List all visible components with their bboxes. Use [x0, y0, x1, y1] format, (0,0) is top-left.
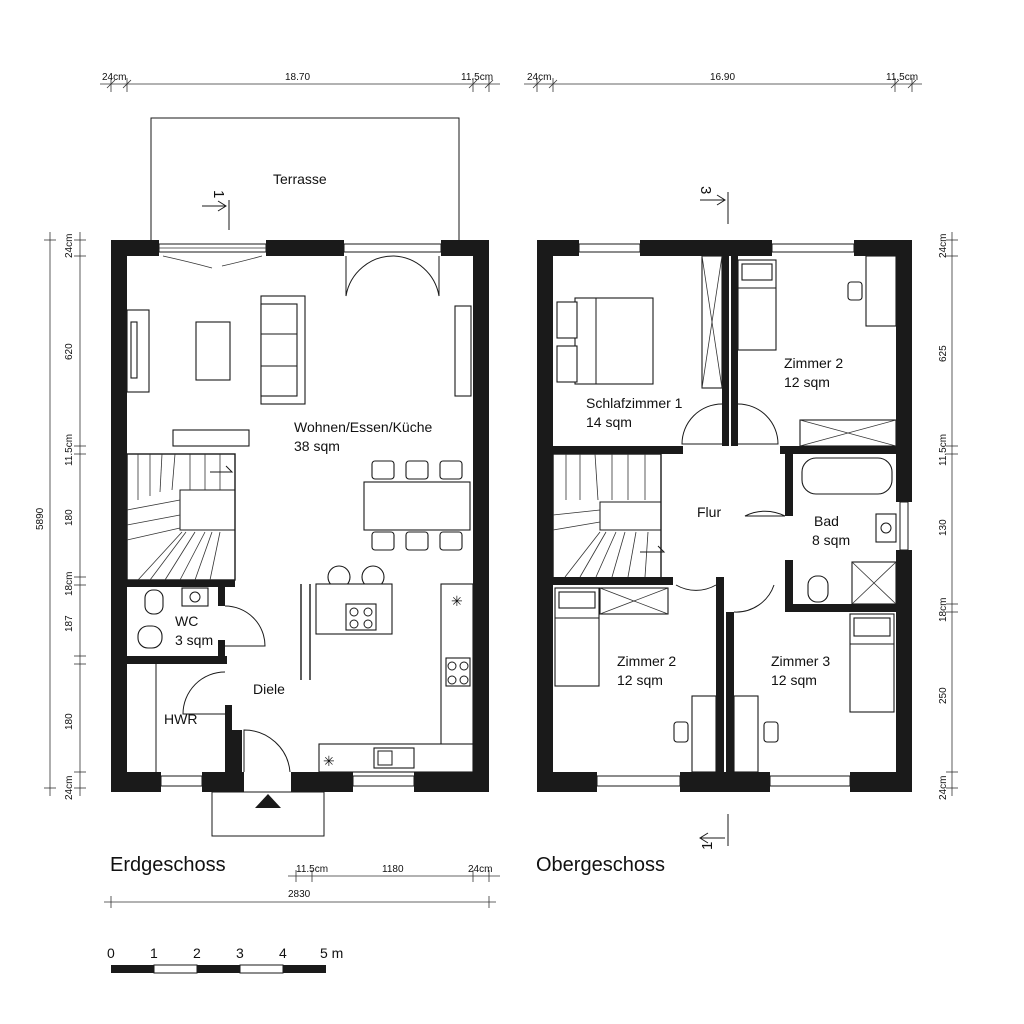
room-label-zimmer2-bottom: Zimmer 2	[617, 653, 676, 669]
room-area-living: 38 sqm	[294, 438, 340, 454]
section-marker-1-top: 1	[202, 190, 230, 230]
scale-label: 0	[107, 945, 115, 961]
window-sash	[162, 255, 213, 269]
floor-title-ground: Erdgeschoss	[110, 854, 226, 876]
dim-label: 24cm	[527, 72, 551, 83]
terrace-door	[343, 243, 442, 297]
room-label-terrasse: Terrasse	[273, 171, 327, 187]
dim-label: 1180	[382, 864, 404, 875]
dim-label: 11.5cm	[296, 864, 328, 875]
room-area-zimmer2-bottom: 12 sqm	[617, 672, 663, 688]
zimmer2-bottom-furniture	[554, 587, 717, 773]
wc-fixtures	[137, 587, 266, 649]
scale-bar: 0 1 2 3 4 5 m	[107, 945, 343, 974]
section-label: 3	[697, 186, 714, 194]
section-label: 1	[210, 190, 227, 198]
scale-label: 3	[236, 945, 244, 961]
dimension-top-upper: 24cm 16.90 11.5cm	[524, 72, 922, 92]
scale-label: 2	[193, 945, 201, 961]
dim-label: 625	[938, 345, 949, 362]
svg-text:✳: ✳	[451, 593, 463, 609]
room-area-schlafzimmer: 14 sqm	[586, 414, 632, 430]
room-label-zimmer2-top: Zimmer 2	[784, 355, 843, 371]
dim-label: 18cm	[938, 598, 949, 622]
dim-label: 130	[938, 519, 949, 536]
room-area-wc: 3 sqm	[175, 632, 213, 648]
dim-total-height: 5890	[35, 507, 46, 530]
dimension-top-ground: 24cm 18.70 11.5cm	[100, 72, 500, 92]
dim-label: 16.90	[710, 72, 735, 83]
dim-label: 250	[938, 687, 949, 704]
room-label-bad: Bad	[814, 513, 839, 529]
room-label-diele: Diele	[253, 681, 285, 697]
scale-label: 5 m	[320, 945, 343, 961]
section-marker-3-top: 3	[697, 186, 729, 224]
flur-doors	[675, 510, 786, 613]
room-label-living: Wohnen/Essen/Küche	[294, 419, 432, 435]
dim-label: 11.5cm	[886, 72, 918, 83]
dim-label: 24cm	[102, 72, 126, 83]
dim-label: 24cm	[64, 234, 75, 258]
section-marker-1-bottom: 1	[699, 814, 729, 850]
floor-title-upper: Obergeschoss	[536, 854, 665, 876]
dim-label: 187	[64, 615, 75, 632]
dim-total-width: 2830	[288, 889, 311, 900]
dim-label: 11.5cm	[461, 72, 493, 83]
hwr-door	[155, 664, 226, 772]
ground-stairs	[126, 453, 236, 581]
schlafzimmer-furniture	[556, 255, 723, 445]
zimmer3-furniture	[733, 613, 895, 773]
dim-label: 180	[64, 713, 75, 730]
section-label: 1	[699, 842, 716, 850]
room-label-zimmer3: Zimmer 3	[771, 653, 830, 669]
dimension-bottom-ground: 11.5cm 1180 24cm 2830	[104, 864, 500, 908]
window-sash	[221, 255, 263, 267]
room-label-hwr: HWR	[164, 711, 197, 727]
room-label-schlafzimmer: Schlafzimmer 1	[586, 395, 683, 411]
dim-label: 24cm	[64, 776, 75, 800]
dim-label: 24cm	[468, 864, 492, 875]
upper-stairs	[552, 453, 666, 581]
room-label-flur: Flur	[697, 504, 721, 520]
dim-label: 11.5cm	[64, 434, 75, 466]
scale-label: 1	[150, 945, 158, 961]
scale-label: 4	[279, 945, 287, 961]
dimension-right-upper: 24cm 625 11.5cm 130 18cm 250 24cm	[938, 232, 958, 800]
zimmer2-top-furniture	[737, 255, 897, 447]
svg-text:✳: ✳	[323, 753, 335, 769]
dim-label: 24cm	[938, 776, 949, 800]
dim-label: 18.70	[285, 72, 310, 83]
bad-fixtures	[801, 457, 897, 605]
room-area-bad: 8 sqm	[812, 532, 850, 548]
dim-label: 620	[64, 343, 75, 360]
living-furniture: ✳ ✳	[126, 295, 474, 773]
dim-label: 18cm	[64, 572, 75, 596]
dim-label: 180	[64, 509, 75, 526]
entrance	[211, 729, 325, 837]
room-label-wc: WC	[175, 613, 198, 629]
room-area-zimmer2-top: 12 sqm	[784, 374, 830, 390]
room-area-zimmer3: 12 sqm	[771, 672, 817, 688]
upper-floor-walls	[537, 240, 912, 792]
dimension-left-ground: 24cm 620 11.5cm 180 18cm 187 180 24cm 58…	[35, 232, 86, 800]
terrace	[150, 117, 460, 240]
ground-floor-walls	[111, 240, 489, 792]
dim-label: 24cm	[938, 234, 949, 258]
dim-label: 11.5cm	[938, 434, 949, 466]
